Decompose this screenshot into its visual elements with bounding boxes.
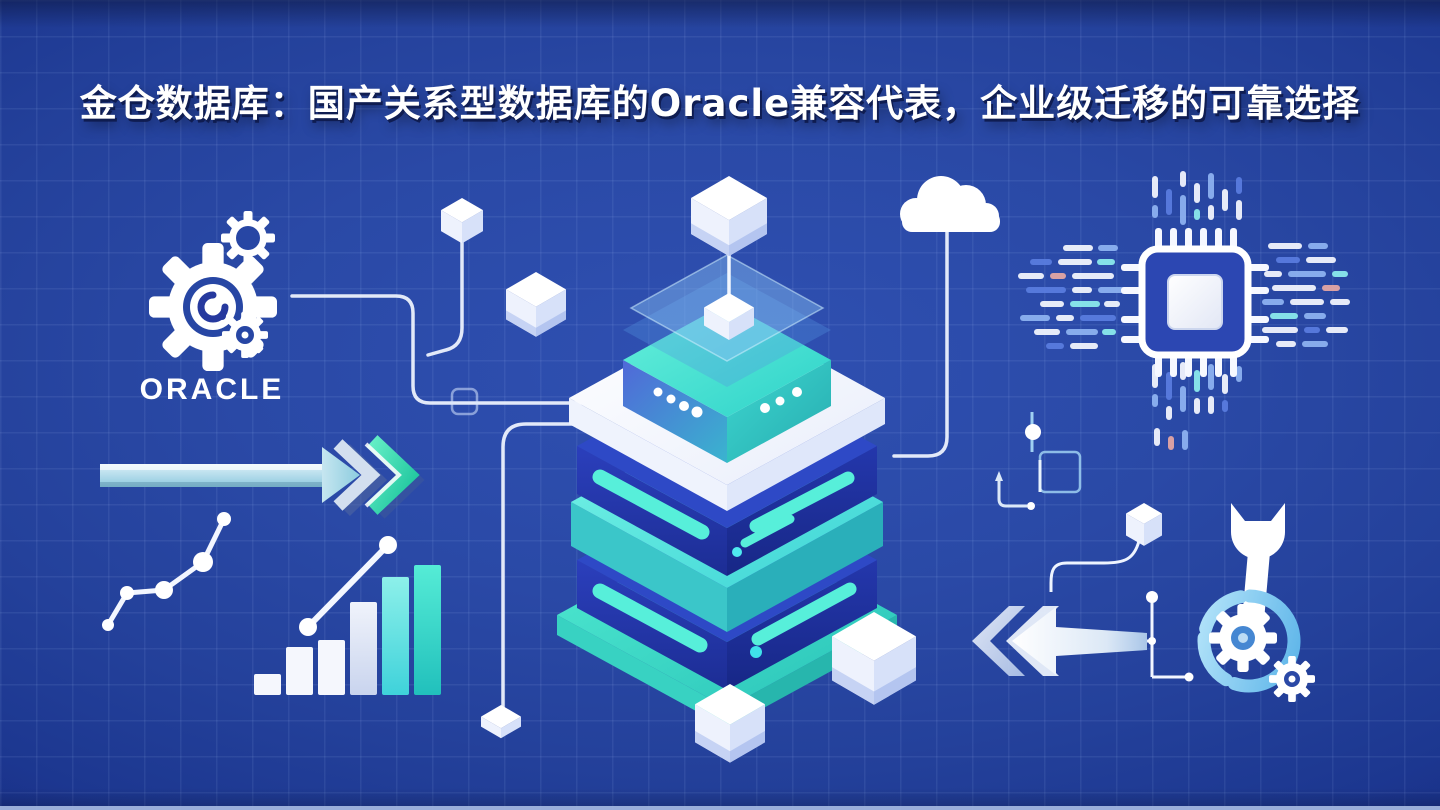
page-title: 金仓数据库：国产关系型数据库的Oracle兼容代表，企业级迁移的可靠选择 xyxy=(79,81,1361,125)
migration-forward-arrow-icon xyxy=(100,435,425,519)
growth-line-chart xyxy=(102,512,231,631)
bottom-edge-strip xyxy=(0,806,1440,810)
cloud-icon xyxy=(900,176,1000,232)
chip-icon xyxy=(1121,228,1269,377)
migration-back-arrow-icon xyxy=(972,606,1147,676)
oracle-label: ORACLE xyxy=(140,373,285,406)
growth-bar-chart xyxy=(254,536,441,695)
wrench-gears-icon xyxy=(1197,503,1315,702)
oracle-gears-icon xyxy=(149,211,277,371)
